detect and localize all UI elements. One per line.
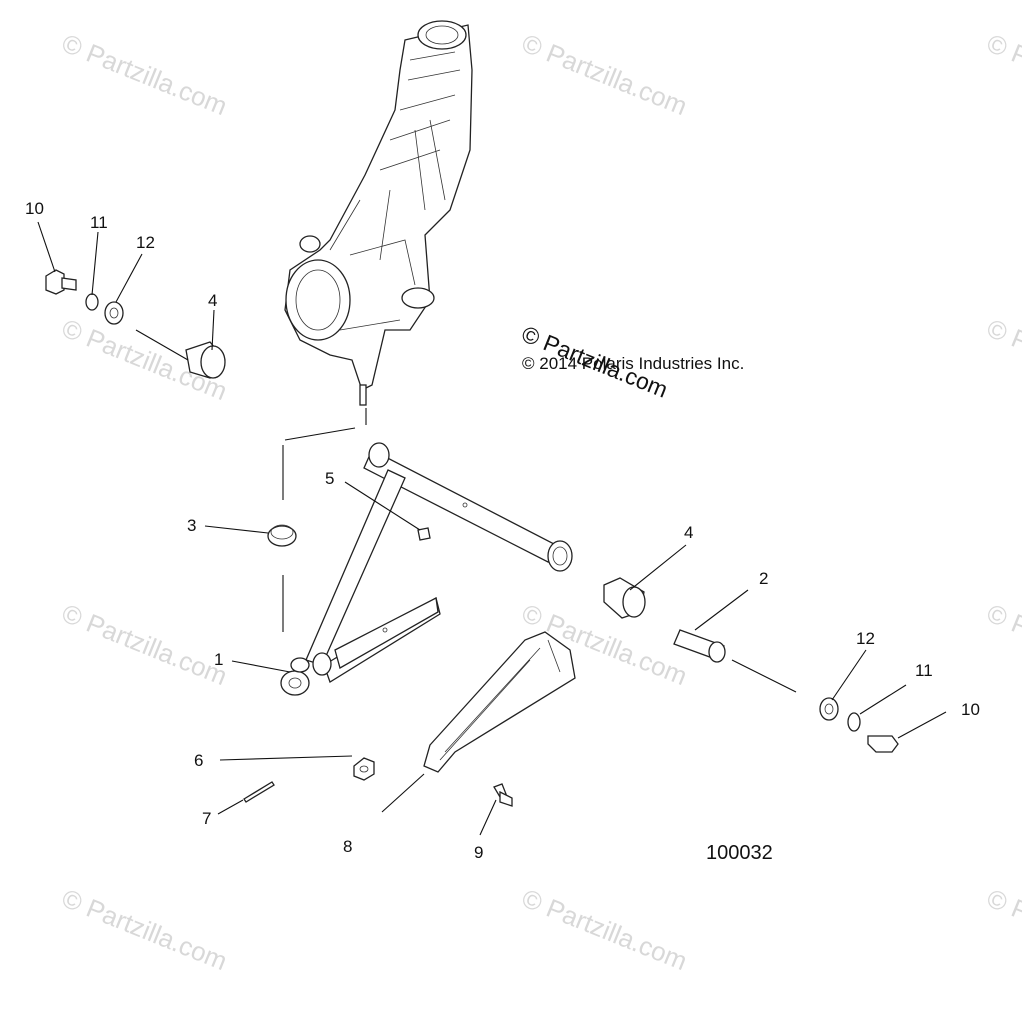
callout-label: 6 — [194, 751, 203, 770]
watermark: © Partzilla.com — [983, 883, 1022, 976]
callout-label: 10 — [25, 199, 44, 218]
callout-label: 4 — [684, 523, 693, 542]
callout-label: 9 — [474, 843, 483, 862]
leader-lines — [37, 221, 947, 836]
watermark: © Partzilla.com — [983, 313, 1022, 406]
a-arm — [280, 442, 573, 696]
watermark: © Partzilla.com — [983, 598, 1022, 691]
steering-knuckle — [284, 20, 473, 406]
callout-label: 8 — [343, 837, 352, 856]
watermark: © Partzilla.com — [58, 28, 232, 121]
watermark: © Partzilla.com — [518, 28, 692, 121]
guard-and-fasteners — [243, 631, 576, 807]
callout-label: 7 — [202, 809, 211, 828]
callout-label: 3 — [187, 516, 196, 535]
copyright-notice: © 2014 Polaris Industries Inc. — [522, 354, 744, 373]
watermark: © Partzilla.com — [58, 598, 232, 691]
callout-label: 4 — [208, 291, 217, 310]
watermark: © Partzilla.com — [518, 883, 692, 976]
callout-label: 10 — [961, 700, 980, 719]
callout-labels: 10 11 12 4 5 3 1 6 7 8 9 4 2 12 11 10 — [25, 199, 980, 862]
callout-label: 12 — [856, 629, 875, 648]
callout-label: 11 — [915, 661, 933, 680]
callout-label: 5 — [325, 469, 334, 488]
callout-label: 11 — [90, 213, 108, 232]
callout-label: 1 — [214, 650, 223, 669]
bushing-and-bolt — [267, 524, 431, 547]
left-hardware — [45, 269, 226, 379]
callout-label: 2 — [759, 569, 768, 588]
right-hardware — [603, 577, 899, 753]
watermark: © Partzilla.com — [58, 883, 232, 976]
drawing-number: 100032 — [706, 842, 773, 864]
watermark: © Partzilla.com — [983, 28, 1022, 121]
watermark-layer: © Partzilla.com © Partzilla.com © Partzi… — [58, 28, 1022, 976]
callout-label: 12 — [136, 233, 155, 252]
